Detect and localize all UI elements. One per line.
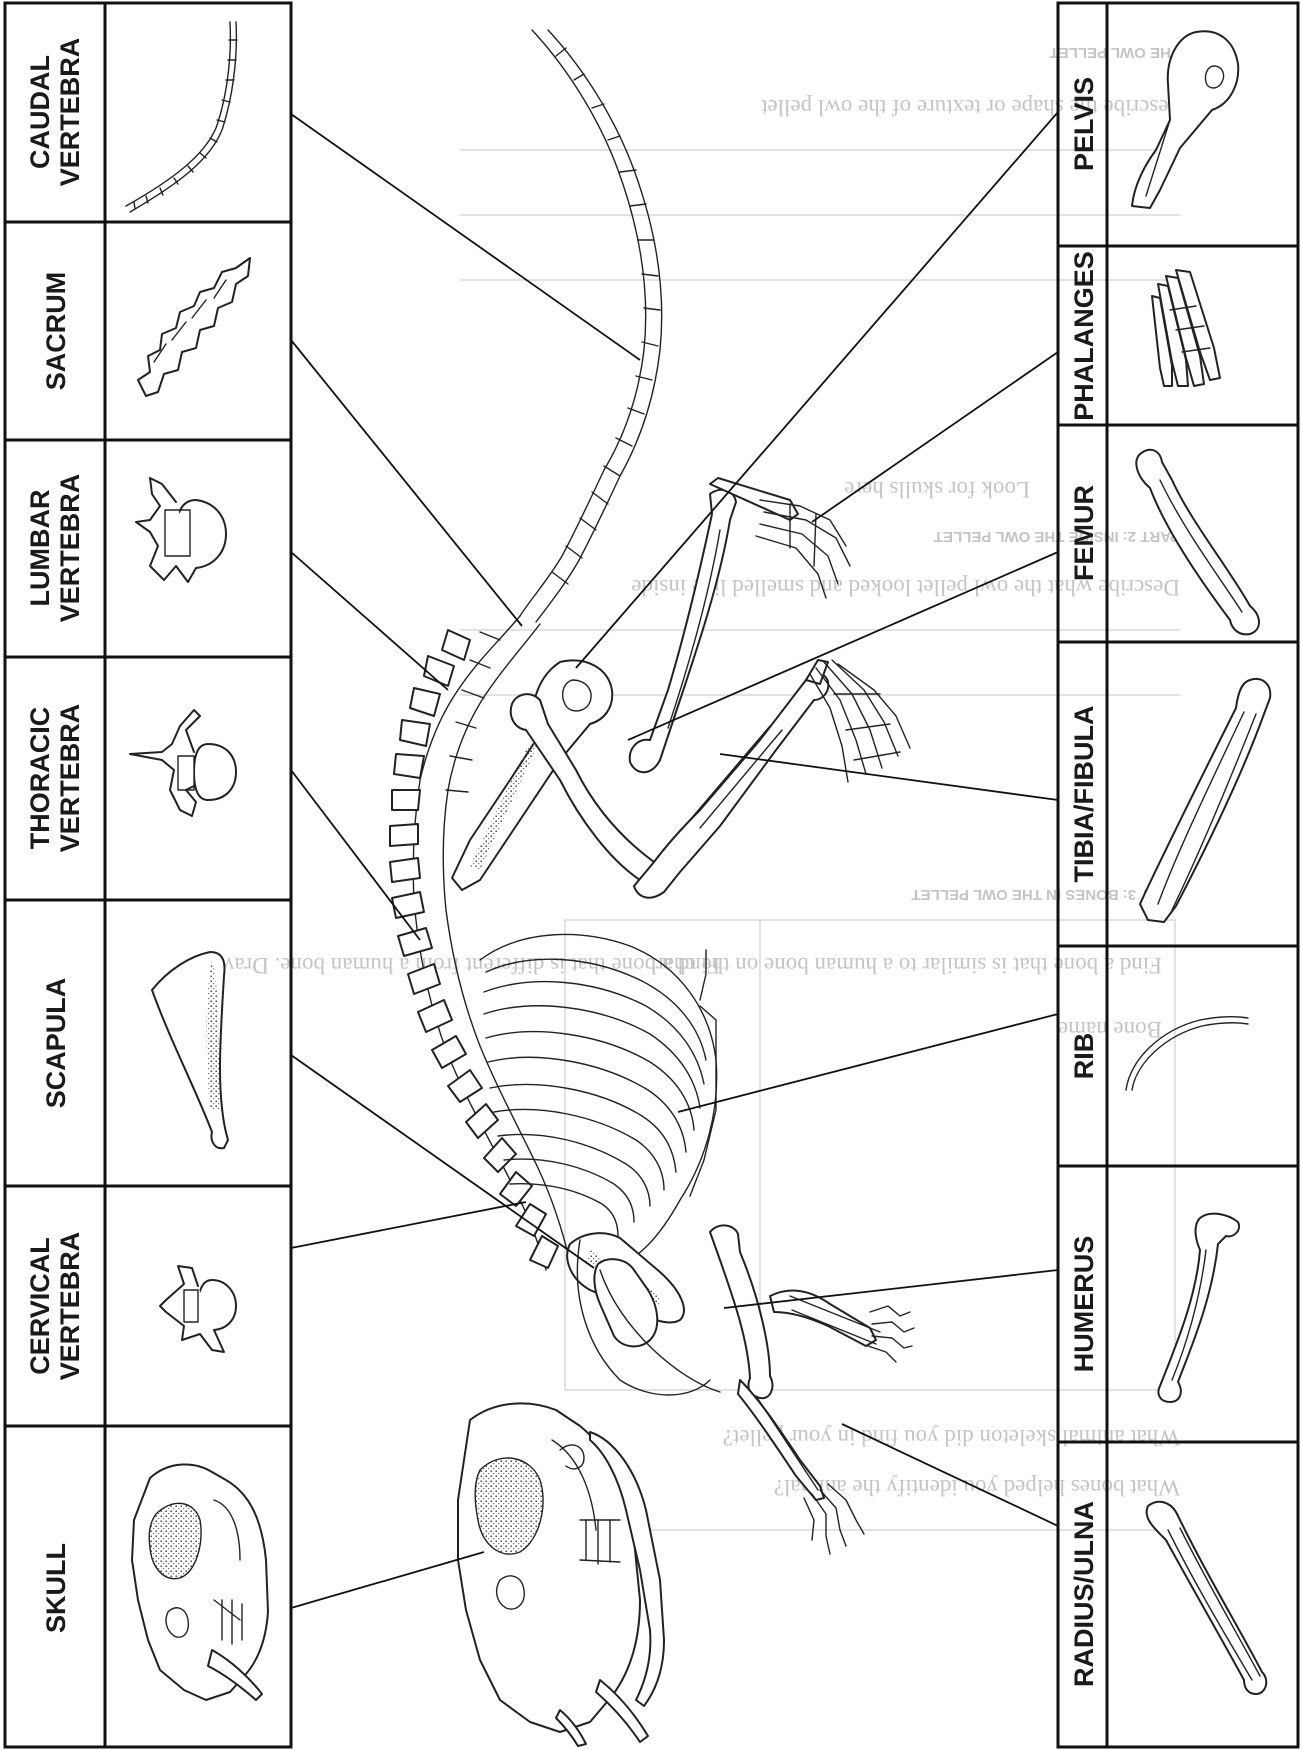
label-pelvis: PELVIS	[1069, 77, 1099, 171]
bleed-through-text: THE OWL PELLET describe the shape or tex…	[193, 44, 1180, 1530]
label-caudal-vertebra: CAUDAL VERTEBRA	[25, 38, 85, 187]
bleed-line-1: describe the shape or texture of the owl…	[760, 95, 1180, 120]
label-cervical-vertebra: CERVICAL VERTEBRA	[25, 1232, 85, 1381]
label-skull: SKULL	[41, 1543, 71, 1633]
svg-text:SCAPULA: SCAPULA	[41, 978, 71, 1109]
scapula-drawing	[152, 952, 228, 1148]
svg-text:VERTEBRA: VERTEBRA	[55, 474, 85, 623]
bleed-title: THE OWL PELLET	[1049, 44, 1180, 61]
caudal-vertebra-drawing	[126, 22, 237, 212]
label-humerus: HUMERUS	[1069, 1236, 1099, 1373]
cervical-vertebra-drawing	[160, 1266, 236, 1352]
leader-humerus	[724, 1270, 1058, 1308]
bleed-line-4: Find a bone that is similar to a human b…	[649, 953, 1162, 978]
leader-skull	[291, 1552, 484, 1608]
svg-text:RIB: RIB	[1069, 1033, 1099, 1080]
label-rib: RIB	[1069, 1033, 1099, 1080]
label-femur: FEMUR	[1069, 485, 1099, 581]
leader-tibia-fibula	[720, 754, 1058, 800]
bleed-line-6: Find a bone that is different from a hum…	[193, 953, 720, 978]
thoracic-vertebra-drawing	[130, 710, 236, 816]
leader-rib	[678, 1014, 1058, 1112]
humerus-drawing	[1158, 1214, 1239, 1402]
svg-text:SKULL: SKULL	[41, 1543, 71, 1633]
label-lumbar-vertebra: LUMBAR VERTEBRA	[25, 474, 85, 623]
svg-text:PELVIS: PELVIS	[1069, 77, 1099, 171]
lumbar-vertebra-drawing	[136, 478, 226, 582]
label-tibia-fibula: TIBIA/FIBULA	[1069, 706, 1099, 883]
label-sacrum: SACRUM	[41, 272, 71, 391]
svg-text:LUMBAR: LUMBAR	[25, 490, 55, 607]
leader-cervical	[291, 1202, 526, 1248]
svg-text:VERTEBRA: VERTEBRA	[55, 704, 85, 853]
rib-cage	[480, 934, 717, 1276]
bleed-heading-3: PART 3: BONES IN THE OWL PELLET	[911, 886, 1180, 903]
svg-text:VERTEBRA: VERTEBRA	[55, 38, 85, 187]
leader-lumbar	[291, 552, 448, 690]
far-hind-leg	[630, 478, 850, 772]
svg-text:CERVICAL: CERVICAL	[25, 1237, 55, 1375]
label-thoracic-vertebra: THORACIC VERTEBRA	[25, 704, 85, 853]
radius-ulna-drawing	[1147, 1502, 1267, 1694]
sacrum-drawing	[138, 258, 250, 396]
svg-text:CAUDAL: CAUDAL	[25, 55, 55, 169]
label-radius-ulna: RADIUS/ULNA	[1069, 1501, 1099, 1687]
svg-text:THORACIC: THORACIC	[25, 707, 55, 850]
svg-text:RADIUS/ULNA: RADIUS/ULNA	[1069, 1501, 1099, 1687]
svg-text:TIBIA/FIBULA: TIBIA/FIBULA	[1069, 706, 1099, 883]
tibia-fibula-drawing	[1140, 679, 1270, 922]
skull-thumbnail-drawing	[132, 1464, 268, 1700]
svg-text:FEMUR: FEMUR	[1069, 485, 1099, 581]
svg-text:PHALANGES: PHALANGES	[1069, 251, 1099, 421]
label-phalanges: PHALANGES	[1069, 251, 1099, 421]
phalanges-drawing	[1152, 270, 1220, 386]
svg-text:SACRUM: SACRUM	[41, 272, 71, 391]
leader-caudal	[291, 114, 640, 360]
svg-text:HUMERUS: HUMERUS	[1069, 1236, 1099, 1373]
label-scapula: SCAPULA	[41, 978, 71, 1109]
skull	[458, 1403, 664, 1746]
svg-text:VERTEBRA: VERTEBRA	[55, 1232, 85, 1381]
left-label-panel: CAUDAL VERTEBRA SACRUM LUMBAR VERTEBRA T…	[5, 3, 291, 1747]
